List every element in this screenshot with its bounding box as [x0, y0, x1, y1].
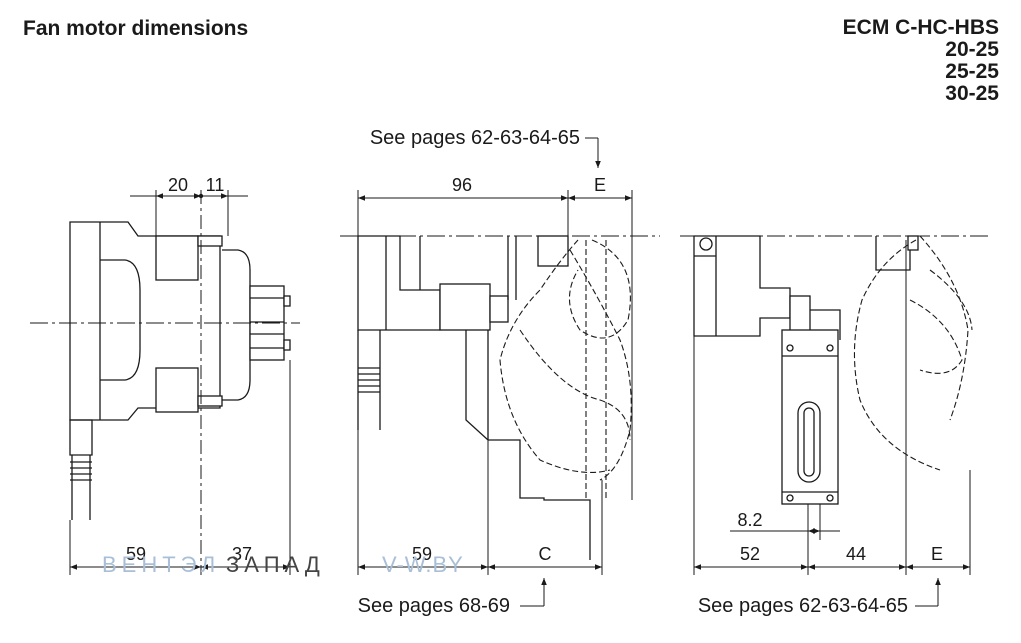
dim-right-slot: 8.2: [737, 510, 762, 530]
model-size-3: 30-25: [945, 82, 999, 105]
right-dimensions: [680, 235, 990, 607]
dim-right-bottom-e: E: [931, 544, 943, 564]
model-size-2: 25-25: [945, 60, 999, 83]
model-name: ECM C-HC-HBS: [842, 16, 999, 39]
left-dimensions: [30, 190, 300, 575]
page-title: Fan motor dimensions: [23, 17, 249, 40]
right-fan-blades: [853, 235, 973, 471]
dim-mid-top: 96: [452, 175, 472, 195]
model-size-1: 20-25: [945, 38, 999, 61]
shaft-center-mark: [198, 193, 204, 199]
left-view: [69, 221, 291, 520]
dim-mid-top-e: E: [594, 175, 606, 195]
dim-left-top-a: 20: [168, 175, 188, 195]
dim-left-bottom-b: 37: [232, 544, 252, 564]
middle-view: [357, 235, 591, 560]
middle-dimensions: [340, 137, 660, 607]
middle-fan-blades: [499, 239, 632, 500]
watermark-brand-2: ЗАПАД: [226, 552, 325, 577]
watermark-brand-1: ВЕНТЭЛ: [102, 552, 221, 577]
dim-mid-bottom: 59: [412, 544, 432, 564]
right-view: [693, 235, 919, 505]
model-list: ECM C-HC-HBS 20-25 25-25 30-25: [843, 17, 999, 105]
reference-top: See pages 62-63-64-65: [370, 127, 580, 149]
reference-bottom-mid: See pages 68-69: [358, 595, 510, 617]
dim-right-bottom-a: 52: [740, 544, 760, 564]
reference-bottom-right: See pages 62-63-64-65: [698, 595, 908, 617]
watermark-site: V-W.BY: [382, 552, 464, 577]
dim-left-top-b: 11: [206, 175, 225, 195]
dim-mid-bottom-c: C: [539, 544, 552, 564]
dim-right-bottom-b: 44: [846, 544, 866, 564]
dim-left-bottom-a: 59: [126, 544, 146, 564]
